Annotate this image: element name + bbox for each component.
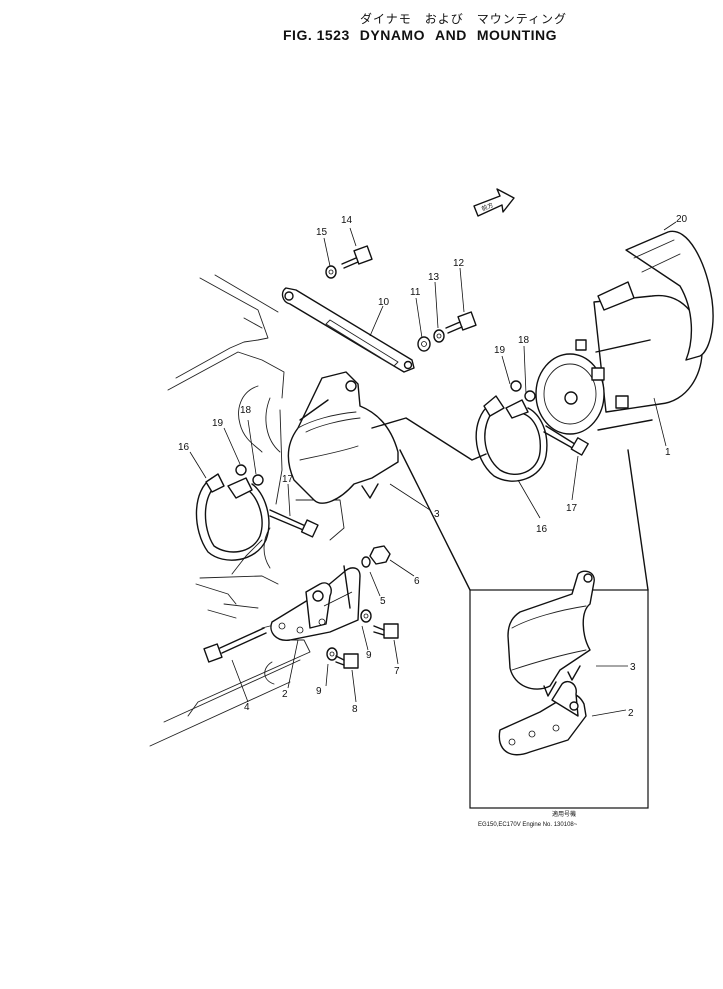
callout-1: 1 [665, 447, 671, 458]
callout-10: 10 [378, 297, 390, 308]
figure-title-mounting: MOUNTING [476, 27, 558, 43]
inset-callout-3: 3 [630, 662, 636, 673]
inset-cover [507, 570, 595, 697]
clamp-band-right [475, 380, 548, 482]
title-japanese: ダイナモ および マウンティング [360, 12, 568, 26]
callout-12: 12 [453, 258, 465, 269]
front-direction-arrow: 前方 [473, 188, 515, 217]
callout-11: 11 [410, 287, 421, 298]
mounting-bracket [270, 565, 361, 641]
callout-5: 5 [380, 596, 386, 607]
callout-19-right: 19 [494, 345, 506, 356]
callout-18-left: 18 [240, 405, 252, 416]
inset-bracket [498, 680, 587, 756]
bolt-17-right [543, 425, 589, 456]
dynamo-cover [287, 371, 399, 504]
inset-panel: 3 2 適用号機 EG150,EC170V Engine No. 130108~ [399, 449, 649, 828]
inset-caption-models: EG150,EC170V Engine No. 130108~ [478, 822, 578, 828]
callout-14: 14 [341, 215, 353, 226]
bolt-12-washers [417, 311, 477, 352]
washer-9-upper [360, 609, 372, 623]
callout-16-left: 16 [178, 442, 190, 453]
figure-title-dynamo: DYNAMO [359, 27, 425, 43]
inset-caption-jp: 適用号機 [552, 810, 576, 818]
connector-line [371, 417, 487, 461]
figure-number: FIG. 1523 [283, 27, 350, 43]
bolt-8 [335, 653, 359, 669]
bolt-14 [325, 245, 373, 279]
washer-9-lower [326, 647, 338, 661]
callout-9-lower: 9 [316, 686, 322, 697]
nut-6 [361, 545, 391, 568]
callout-2: 2 [282, 689, 288, 700]
callout-13: 13 [428, 272, 440, 283]
bolt-17-left [269, 509, 319, 538]
callout-3: 3 [434, 509, 440, 520]
callout-20: 20 [676, 214, 688, 225]
dynamo [535, 230, 714, 435]
bolt-7 [373, 623, 399, 639]
callout-4: 4 [244, 702, 250, 713]
figure-title-and: AND [435, 27, 467, 43]
clamp-band-left [195, 464, 270, 561]
callout-labels: 20 14 15 12 13 11 10 18 19 1 16 17 3 19 … [178, 214, 688, 715]
leader-lines [189, 221, 677, 703]
dynamo-adjust-bracket [281, 287, 415, 373]
bolt-4 [203, 627, 267, 663]
front-direction-label: 前方 [480, 201, 494, 213]
callout-16-right: 16 [536, 524, 548, 535]
callout-15: 15 [316, 227, 328, 238]
figure-title: FIG. 1523 DYNAMO AND MOUNTING [283, 27, 567, 43]
engine-block [149, 274, 345, 747]
callout-18-right: 18 [518, 335, 530, 346]
callout-9-upper: 9 [366, 650, 372, 661]
callout-8: 8 [352, 704, 358, 715]
callout-17-left: 17 [282, 474, 294, 485]
callout-17-right: 17 [566, 503, 578, 514]
inset-callout-2: 2 [628, 708, 634, 719]
callout-7: 7 [394, 666, 400, 677]
callout-19-left: 19 [212, 418, 224, 429]
callout-6: 6 [414, 576, 420, 587]
